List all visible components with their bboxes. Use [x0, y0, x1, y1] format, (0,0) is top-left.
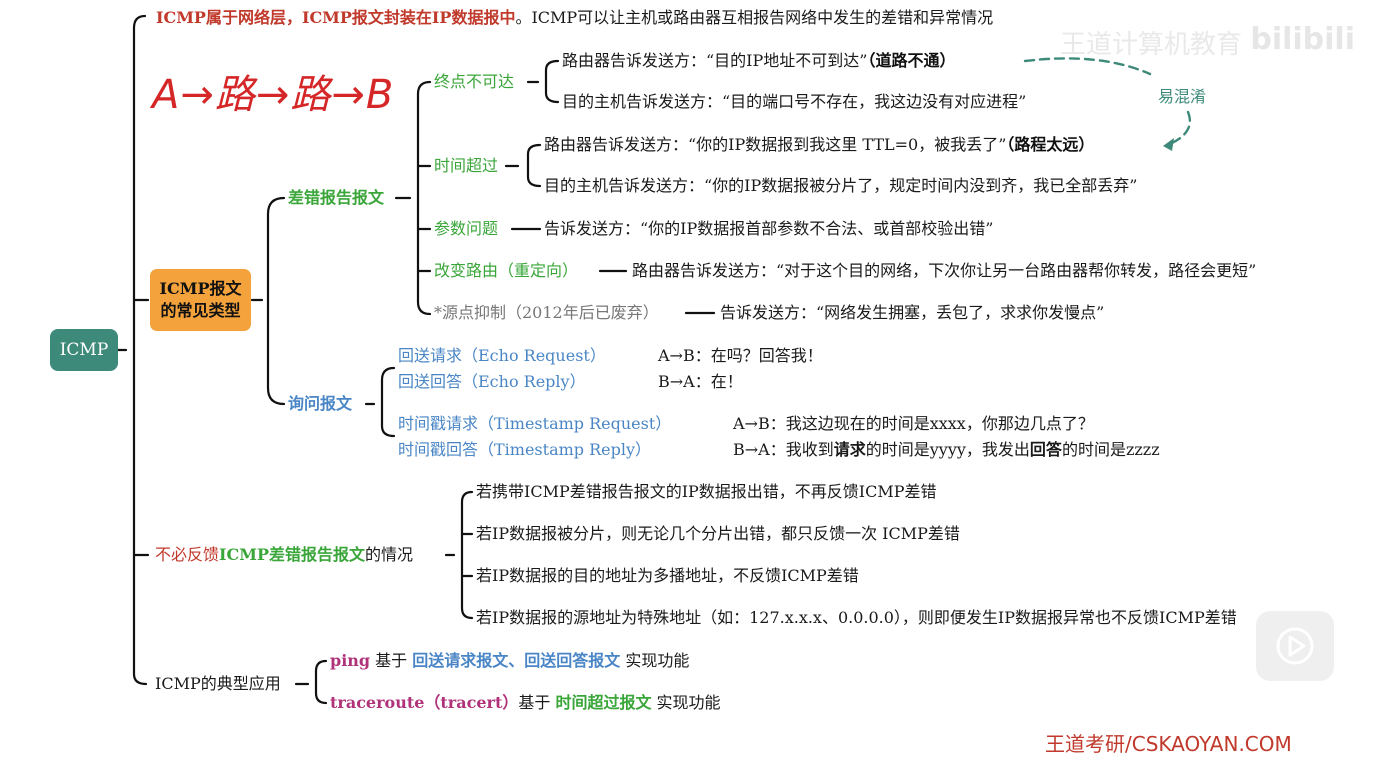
bilibili-watermark: bilibili: [1250, 22, 1355, 57]
no-feedback-item: 若IP数据报的源地址为特殊地址（如：127.x.x.x、0.0.0.0），则即便…: [476, 608, 1237, 627]
no-feedback-item: 若携带ICMP差错报告报文的IP数据报出错，不再反馈ICMP差错: [476, 482, 937, 501]
redirect-text: 路由器告诉发送方：“对于这个目的网络，下次你让另一台路由器帮你转发，路径会更短”: [632, 261, 1257, 280]
param-problem-node: 参数问题: [434, 219, 499, 238]
ping-name: ping: [330, 651, 371, 670]
echo-reply-desc: B→A：在！: [658, 372, 743, 391]
no-feedback-post: 的情况: [364, 545, 413, 564]
time-exceeded-node: 时间超过: [434, 156, 499, 175]
time-exceeded-router-text: 路由器告诉发送方：“你的IP数据报到我这里 TTL=0，被我丢了”: [544, 135, 1007, 154]
timestamp-request-node: 时间戳请求（Timestamp Request）: [398, 414, 672, 433]
ts-reply-part3: 的时间是zzzz: [1061, 440, 1160, 459]
traceroute-application: traceroute（tracert）基于 时间超过报文 实现功能: [330, 693, 721, 713]
channel-watermark: 王道计算机教育: [1060, 30, 1243, 60]
no-feedback-item: 若IP数据报的目的地址为多播地址，不反馈ICMP差错: [476, 566, 859, 585]
ts-reply-bold2: 回答: [1029, 440, 1062, 459]
common-types-line1: ICMP报文: [159, 279, 242, 298]
ts-reply-bold1: 请求: [833, 440, 866, 459]
redirect-node: 改变路由（重定向）: [434, 261, 579, 280]
source-quench-node: *源点抑制（2012年后已废弃）: [434, 303, 659, 322]
traceroute-pre: 基于: [518, 693, 556, 712]
timestamp-reply-desc: B→A：我收到请求的时间是yyyy，我发出回答的时间是zzzz: [733, 440, 1160, 460]
no-feedback-bold: ICMP差错报告报文: [219, 545, 365, 564]
dest-unreachable-router-bold: （道路不通）: [867, 51, 956, 70]
ping-highlight: 回送请求报文、回送回答报文: [412, 651, 621, 670]
ping-pre: 基于: [370, 651, 413, 670]
applications-node: ICMP的典型应用: [155, 674, 281, 693]
header-description: ICMP属于网络层，ICMP报文封装在IP数据报中。ICMP可以让主机或路由器互…: [156, 8, 993, 28]
root-node-icmp: ICMP: [50, 329, 118, 371]
time-exceeded-router: 路由器告诉发送方：“你的IP数据报到我这里 TTL=0，被我丢了”（路程太远）: [544, 135, 1094, 155]
dest-unreachable-host: 目的主机告诉发送方：“目的端口号不存在，我这边没有对应进程”: [562, 92, 1027, 111]
time-exceeded-router-bold: （路程太远）: [1006, 135, 1095, 154]
timestamp-reply-node: 时间戳回答（Timestamp Reply）: [398, 440, 652, 459]
echo-request-node: 回送请求（Echo Request）: [398, 346, 606, 365]
ts-reply-part1: B→A：我收到: [733, 440, 834, 459]
dest-unreachable-node: 终点不可达: [434, 72, 515, 91]
ts-reply-part2: 的时间是yyyy，我发出: [865, 440, 1030, 459]
traceroute-post: 实现功能: [651, 693, 721, 712]
handwritten-annotation: A→路→路→B: [152, 72, 395, 118]
common-types-line2: 的常见类型: [160, 301, 241, 320]
footer-brand: 王道考研/CSKAOYAN.COM: [1045, 732, 1292, 756]
play-button[interactable]: [1256, 611, 1334, 681]
traceroute-highlight: 时间超过报文: [555, 693, 652, 712]
traceroute-name: traceroute（tracert）: [330, 693, 519, 712]
source-quench-text: 告诉发送方：“网络发生拥塞，丢包了，求求你发慢点”: [720, 303, 1105, 322]
header-highlight: ICMP属于网络层，ICMP报文封装在IP数据报中: [156, 8, 516, 27]
confuse-note: 易混淆: [1158, 87, 1207, 106]
echo-request-desc: A→B：在吗？回答我！: [658, 346, 823, 365]
no-feedback-node: 不必反馈ICMP差错报告报文的情况: [155, 545, 413, 565]
time-exceeded-host: 目的主机告诉发送方：“你的IP数据报被分片了，规定时间内没到齐，我已全部丢弃”: [544, 176, 1138, 195]
error-report-node: 差错报告报文: [288, 188, 385, 207]
query-node: 询问报文: [288, 394, 353, 413]
dest-unreachable-router: 路由器告诉发送方：“目的IP地址不可到达”（道路不通）: [562, 51, 955, 71]
play-icon: [1276, 627, 1314, 665]
no-feedback-item: 若IP数据报被分片，则无论几个分片出错，都只反馈一次 ICMP差错: [476, 524, 960, 543]
timestamp-request-desc: A→B：我这边现在的时间是xxxx，你那边几点了？: [733, 414, 1094, 433]
ping-application: ping 基于 回送请求报文、回送回答报文 实现功能: [330, 651, 689, 671]
param-problem-text: 告诉发送方：“你的IP数据报首部参数不合法、或首部校验出错”: [544, 219, 994, 238]
common-types-node: ICMP报文 的常见类型: [150, 269, 251, 331]
ping-post: 实现功能: [620, 651, 690, 670]
header-rest: 。ICMP可以让主机或路由器互相报告网络中发生的差错和异常情况: [515, 8, 994, 27]
echo-reply-node: 回送回答（Echo Reply）: [398, 372, 586, 391]
no-feedback-pre: 不必反馈: [155, 545, 220, 564]
dest-unreachable-router-text: 路由器告诉发送方：“目的IP地址不可到达”: [562, 51, 868, 70]
